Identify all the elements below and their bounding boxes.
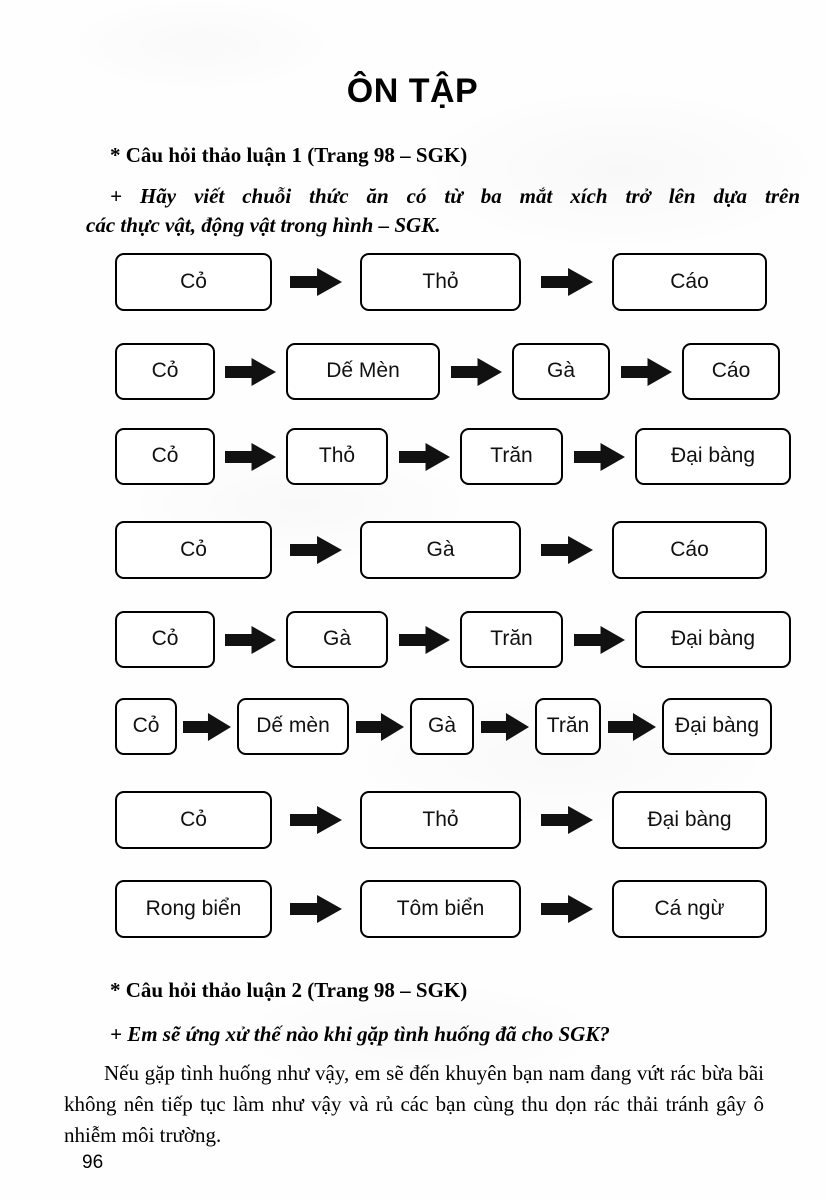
right-block-arrow-icon [541,894,593,924]
food-chain-node: Cỏ [115,343,215,400]
food-chain-row: Cỏ Thỏ Cáo [115,253,767,311]
right-block-arrow-icon [541,805,593,835]
food-chain-node: Cỏ [115,253,272,311]
question-1-prompt-line-1: + Hãy viết chuỗi thức ăn có từ ba mắt xí… [110,184,800,208]
food-chain-row: Cỏ Thỏ Đại bàng [115,791,767,849]
food-chain-node: Trăn [535,698,601,755]
right-block-arrow-icon [574,442,625,472]
food-chain-node: Gà [360,521,521,579]
food-chain-row: Cỏ Dế mèn Gà Trăn Đại bàng [115,698,772,755]
question-1-prompt-line-2: các thực vật, động vật trong hình – SGK. [86,213,441,237]
right-block-arrow-icon [356,712,404,742]
page-number: 96 [82,1152,104,1173]
food-chain-node: Đại bàng [612,791,767,849]
right-block-arrow-icon [225,442,276,472]
food-chain-node: Cỏ [115,428,215,485]
food-chain-row: Rong biển Tôm biển Cá ngừ [115,880,767,938]
question-2-heading: * Câu hỏi thảo luận 2 (Trang 98 – SGK) [110,978,468,1002]
food-chain-node: Cá ngừ [612,880,767,938]
right-block-arrow-icon [290,535,342,565]
food-chain-node: Tôm biển [360,880,521,938]
right-block-arrow-icon [399,625,450,655]
food-chain-node: Gà [512,343,610,400]
right-block-arrow-icon [183,712,231,742]
food-chain-node: Cỏ [115,521,272,579]
right-block-arrow-icon [225,625,276,655]
right-block-arrow-icon [608,712,656,742]
food-chain-node: Cáo [612,521,767,579]
food-chain-node: Cáo [682,343,780,400]
food-chain-node: Cỏ [115,698,177,755]
food-chain-node: Cỏ [115,611,215,668]
right-block-arrow-icon [225,357,276,387]
question-2-prompt-text: + Em sẽ ứng xử thế nào khi gặp tình huốn… [110,1022,610,1046]
right-block-arrow-icon [574,625,625,655]
right-block-arrow-icon [541,267,593,297]
food-chain-node: Đại bàng [635,611,791,668]
food-chain-node: Cỏ [115,791,272,849]
food-chain-node: Thỏ [360,253,521,311]
food-chain-node: Thỏ [286,428,388,485]
page-title: ÔN TẬP [346,72,479,110]
food-chain-node: Dế mèn [237,698,349,755]
food-chain-node: Gà [410,698,474,755]
food-chain-node: Đại bàng [635,428,791,485]
right-block-arrow-icon [399,442,450,472]
food-chain-node: Rong biển [115,880,272,938]
food-chain-row: Cỏ Gà Trăn Đại bàng [115,611,791,668]
food-chain-node: Cáo [612,253,767,311]
right-block-arrow-icon [451,357,502,387]
food-chain-node: Thỏ [360,791,521,849]
right-block-arrow-icon [621,357,672,387]
food-chain-node: Gà [286,611,388,668]
right-block-arrow-icon [290,894,342,924]
question-2-answer: Nếu gặp tình huống như vậy, em sẽ đến kh… [64,1061,764,1147]
right-block-arrow-icon [290,805,342,835]
food-chain-row: Cỏ Dế Mèn Gà Cáo [115,343,780,400]
right-block-arrow-icon [290,267,342,297]
food-chain-node: Dế Mèn [286,343,440,400]
food-chain-row: Cỏ Gà Cáo [115,521,767,579]
food-chain-node: Trăn [460,611,563,668]
right-block-arrow-icon [541,535,593,565]
food-chain-row: Cỏ Thỏ Trăn Đại bàng [115,428,791,485]
right-block-arrow-icon [481,712,529,742]
food-chain-node: Trăn [460,428,563,485]
question-2-prompt: + Em sẽ ứng xử thế nào khi gặp tình huốn… [110,1018,610,1047]
question-1-heading: * Câu hỏi thảo luận 1 (Trang 98 – SGK) [110,143,468,167]
food-chain-node: Đại bàng [662,698,772,755]
question-1-prompt: + Hãy viết chuỗi thức ăn có từ ba mắt xí… [86,184,800,238]
